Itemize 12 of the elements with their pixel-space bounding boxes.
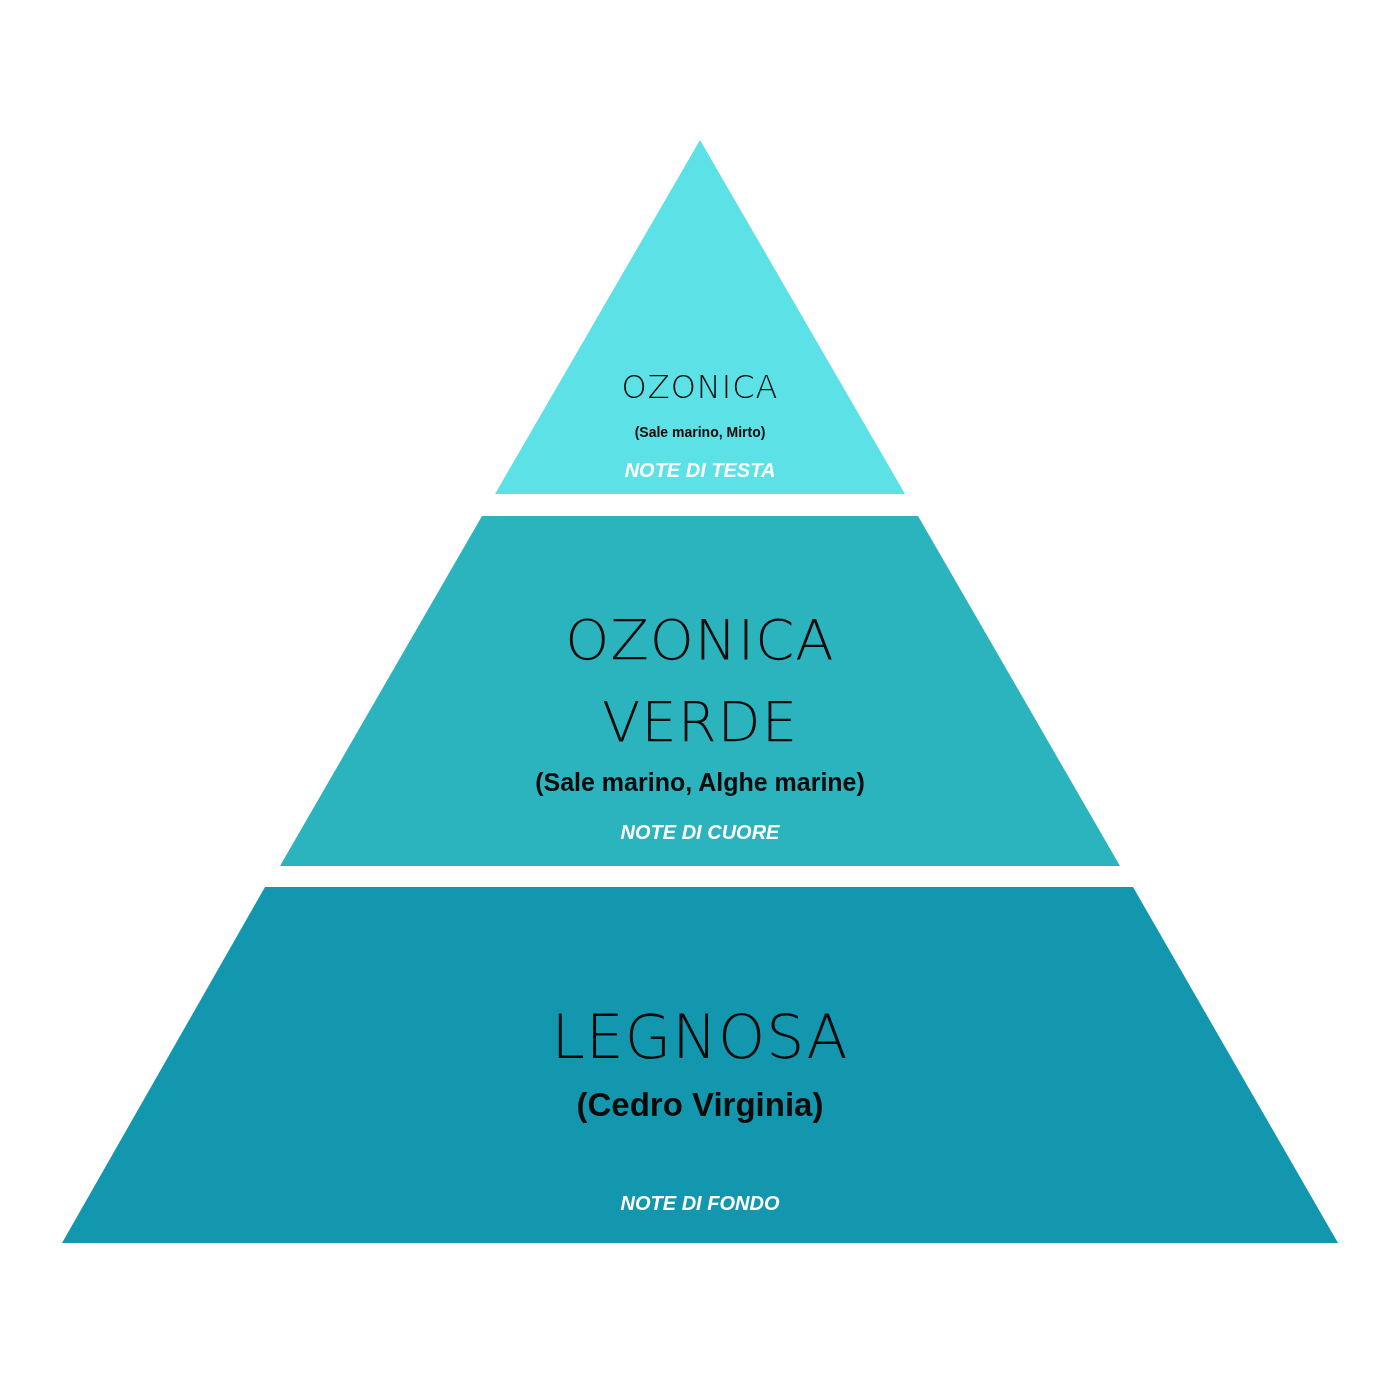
pyramid-tier: [280, 516, 1120, 866]
ingredients-text: (Cedro Virginia): [576, 1086, 824, 1124]
tier-label: NOTE DI TESTA: [624, 458, 776, 482]
scent-family-title: OZONICA VERDE: [564, 606, 836, 756]
scent-family-title: OZONICA: [621, 368, 779, 406]
ingredients-text: (Sale marino, Alghe marine): [535, 767, 865, 797]
pyramid-top-triangle: [495, 140, 905, 494]
tier-label: NOTE DI FONDO: [620, 1191, 780, 1215]
scent-family-title: LEGNOSA: [551, 1002, 849, 1072]
pyramid-tier: [62, 887, 1338, 1243]
ingredients-text: (Sale marino, Mirto): [634, 423, 766, 441]
tier-label: NOTE DI CUORE: [620, 820, 780, 844]
